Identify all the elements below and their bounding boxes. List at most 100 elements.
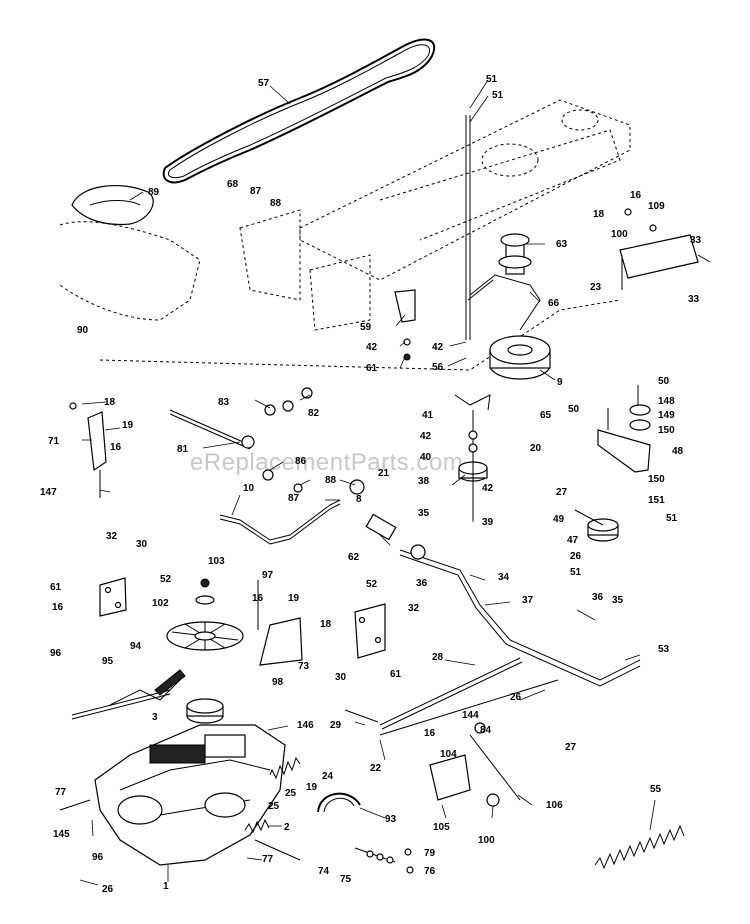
callout-9: 9: [557, 377, 563, 388]
callout-33: 33: [690, 235, 702, 246]
cross-shaft-34[interactable]: [365, 513, 641, 687]
callout-32: 32: [408, 603, 420, 614]
callout-56: 56: [432, 362, 444, 373]
callout-106: 106: [546, 800, 563, 811]
callout-88: 88: [325, 475, 337, 486]
callout-26: 26: [102, 884, 114, 895]
callout-145: 145: [53, 829, 70, 840]
callout-105: 105: [433, 822, 450, 833]
callout-77: 77: [55, 787, 67, 798]
hose-93[interactable]: [317, 792, 361, 813]
callout-42: 42: [420, 431, 432, 442]
callout-19: 19: [306, 782, 318, 793]
callout-22: 22: [370, 763, 382, 774]
callout-23: 23: [590, 282, 602, 293]
shift-rod-22[interactable]: [379, 679, 559, 736]
callout-48: 48: [672, 446, 684, 457]
belt-guide-66[interactable]: [467, 274, 541, 331]
callout-65: 65: [540, 410, 552, 421]
lever-95[interactable]: [71, 669, 186, 720]
callout-25: 25: [285, 788, 297, 799]
callout-87: 87: [288, 493, 300, 504]
callout-26: 26: [570, 551, 582, 562]
callout-103: 103: [208, 556, 225, 567]
cooling-fan-94[interactable]: [166, 621, 244, 651]
engine-pulley-63[interactable]: [498, 233, 532, 275]
callout-97: 97: [262, 570, 274, 581]
callout-1: 1: [163, 881, 169, 892]
mounting-bolt-51[interactable]: [465, 115, 471, 340]
callout-68: 68: [227, 179, 239, 190]
callout-50: 50: [568, 404, 580, 415]
spring-55[interactable]: [594, 824, 685, 870]
callout-104: 104: [440, 749, 457, 760]
callout-34: 34: [498, 572, 510, 583]
brake-rod-81[interactable]: [169, 387, 313, 493]
callout-30: 30: [335, 672, 347, 683]
rod-8[interactable]: [219, 479, 365, 545]
callout-95: 95: [102, 656, 114, 667]
callout-66: 66: [548, 298, 560, 309]
bracket-73[interactable]: [257, 580, 303, 666]
callout-26: 26: [510, 692, 522, 703]
callout-47: 47: [567, 535, 579, 546]
callout-19: 19: [122, 420, 134, 431]
callout-109: 109: [648, 201, 665, 212]
bracket-23[interactable]: [619, 208, 711, 290]
spring-25[interactable]: [269, 756, 301, 780]
brake-bracket-71[interactable]: [69, 402, 107, 498]
callout-52: 52: [366, 579, 378, 590]
callout-71: 71: [48, 436, 60, 447]
callout-16: 16: [424, 728, 436, 739]
callout-25: 25: [268, 801, 280, 812]
callout-84: 84: [480, 725, 492, 736]
callout-51: 51: [666, 513, 678, 524]
callout-86: 86: [295, 456, 307, 467]
bracket-59[interactable]: [394, 289, 416, 361]
callout-18: 18: [104, 397, 116, 408]
callout-61: 61: [366, 363, 378, 374]
callout-16: 16: [110, 442, 122, 453]
transmission-1[interactable]: [59, 724, 301, 866]
callout-98: 98: [272, 677, 284, 688]
callout-151: 151: [648, 495, 665, 506]
shift-rod-28[interactable]: [379, 657, 523, 730]
callout-40: 40: [420, 452, 432, 463]
plate-30-left[interactable]: [99, 577, 127, 617]
spring-2[interactable]: [244, 818, 270, 834]
callout-50: 50: [658, 376, 670, 387]
rod-29[interactable]: [344, 709, 379, 723]
transmission-pulley-3[interactable]: [186, 698, 224, 724]
bracket-105[interactable]: [429, 722, 521, 807]
callout-16: 16: [52, 602, 64, 613]
callout-88: 88: [270, 198, 282, 209]
idler-arm-41[interactable]: [454, 394, 491, 520]
callout-90: 90: [77, 325, 89, 336]
callout-20: 20: [530, 443, 542, 454]
callout-76: 76: [424, 866, 436, 877]
callout-100: 100: [478, 835, 495, 846]
callout-42: 42: [432, 342, 444, 353]
callout-57: 57: [258, 78, 270, 89]
callout-39: 39: [482, 517, 494, 528]
callout-16: 16: [252, 593, 264, 604]
callout-94: 94: [130, 641, 142, 652]
callout-49: 49: [553, 514, 565, 525]
electric-clutch-9[interactable]: [489, 335, 551, 380]
plate-30-right[interactable]: [354, 603, 386, 659]
callout-73: 73: [298, 661, 310, 672]
callout-74: 74: [318, 866, 330, 877]
callout-147: 147: [40, 487, 57, 498]
seat-89[interactable]: [71, 185, 154, 226]
callout-21: 21: [378, 468, 390, 479]
hardware-74-79[interactable]: [354, 847, 414, 874]
idler-pulley-47[interactable]: [574, 509, 619, 542]
callout-52: 52: [160, 574, 172, 585]
drive-belt-57[interactable]: [162, 38, 435, 184]
washer-102[interactable]: [195, 578, 215, 605]
idler-bracket-48[interactable]: [597, 385, 651, 473]
callout-150: 150: [648, 474, 665, 485]
callout-35: 35: [418, 508, 430, 519]
callout-148: 148: [658, 396, 675, 407]
